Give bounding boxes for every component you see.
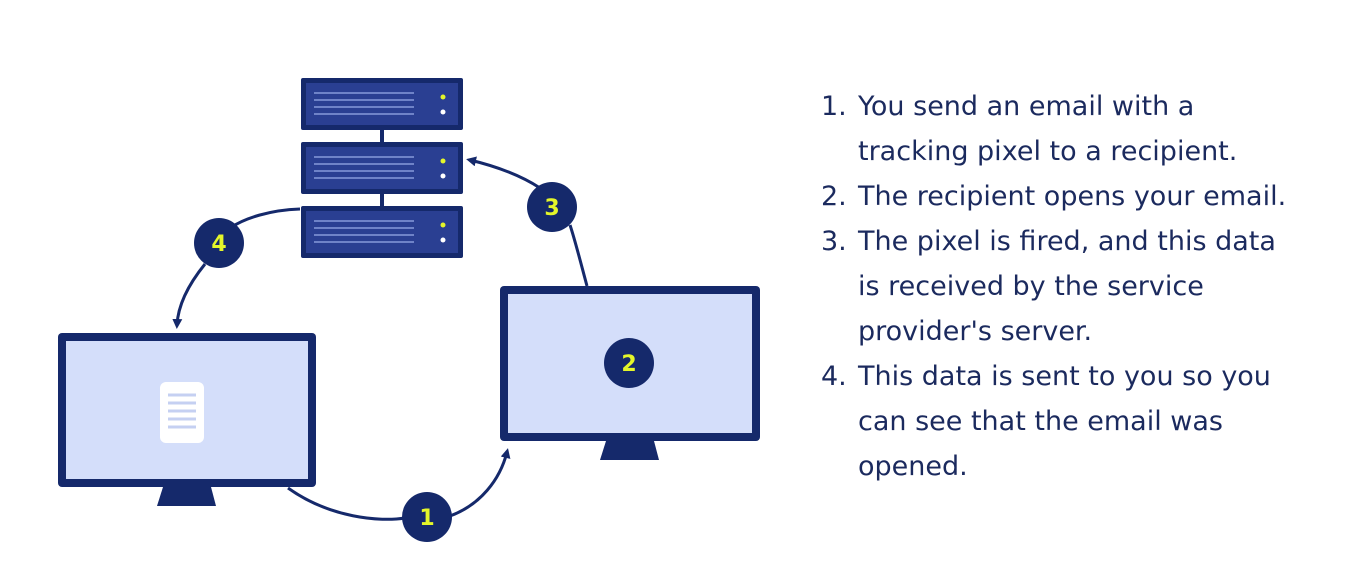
step-badge-1-label: 1 (419, 506, 434, 531)
arrow-step-4 (229, 207, 301, 230)
step-text-line: provider's server. (858, 316, 1093, 347)
step-text-line: You send an email with a (858, 91, 1195, 122)
step-text-line: can see that the email was (858, 406, 1224, 437)
arrow-step-3-end (466, 156, 541, 190)
step-text-line: The recipient opens your email. (858, 181, 1287, 212)
step-badge-2: 2 (604, 338, 654, 388)
step-number: 3. (821, 226, 847, 257)
arrow-step-4-end (172, 263, 207, 329)
step-badge-2-label: 2 (621, 352, 636, 377)
sender-monitor-icon (58, 333, 316, 506)
step-text-line: opened. (858, 451, 968, 482)
step-item-3: 3. The pixel is fired, and this data is … (821, 219, 1341, 354)
step-badge-3-label: 3 (544, 196, 559, 221)
email-tracking-diagram: 1 2 3 4 (58, 78, 760, 542)
step-number: 1. (821, 91, 847, 122)
step-text-line: This data is sent to you so you (858, 361, 1271, 392)
step-item-2: 2. The recipient opens your email. (821, 174, 1341, 219)
step-badge-3: 3 (527, 182, 577, 232)
step-number: 4. (821, 361, 847, 392)
step-text-line: The pixel is fired, and this data (858, 226, 1276, 257)
step-item-4: 4. This data is sent to you so you can s… (821, 354, 1341, 489)
step-badge-1: 1 (402, 492, 452, 542)
step-badge-4-label: 4 (211, 232, 226, 257)
step-badge-4: 4 (194, 218, 244, 268)
arrow-step-1 (287, 486, 406, 521)
arrow-step-1-end (449, 448, 511, 518)
arrow-step-3 (568, 224, 589, 287)
step-number: 2. (821, 181, 847, 212)
step-text-line: tracking pixel to a recipient. (858, 136, 1238, 167)
server-rack-icon (301, 78, 463, 258)
steps-list: 1. You send an email with a tracking pix… (821, 84, 1341, 489)
step-text-line: is received by the service (858, 271, 1204, 302)
email-document-icon (160, 382, 204, 443)
step-item-1: 1. You send an email with a tracking pix… (821, 84, 1341, 174)
